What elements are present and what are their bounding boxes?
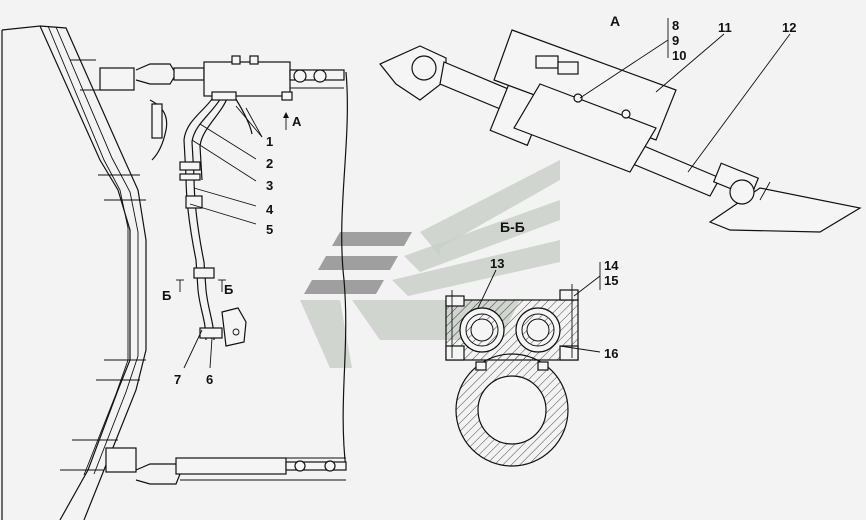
callout-10: 10 [672, 48, 686, 63]
callout-2: 2 [266, 156, 273, 171]
callout-11: 11 [718, 20, 732, 35]
leaders-left [176, 105, 289, 369]
callout-13: 13 [490, 256, 504, 271]
leaders-detail-a [579, 18, 791, 173]
callout-16: 16 [604, 346, 618, 361]
callout-5: 5 [266, 222, 273, 237]
callout-14: 14 [604, 258, 619, 273]
callout-3: 3 [266, 178, 273, 193]
section-title: Б-Б [500, 219, 525, 235]
view-a-arrow-label: А [292, 114, 302, 129]
callout-9: 9 [672, 33, 679, 48]
detail-a-assembly [379, 29, 862, 233]
callout-8: 8 [672, 18, 679, 33]
section-b-b [445, 284, 579, 467]
callout-15: 15 [604, 273, 618, 288]
callout-6: 6 [206, 372, 213, 387]
hose-assembly [179, 91, 253, 347]
leaders-section [477, 262, 601, 353]
blade-frame [1, 25, 181, 521]
callout-4: 4 [266, 202, 274, 217]
hydraulic-cylinder-left [173, 55, 345, 101]
view-a-label: А [610, 13, 620, 29]
callout-7: 7 [174, 372, 181, 387]
section-mark-left: Б [162, 288, 171, 303]
section-mark-right: Б [224, 282, 233, 297]
callout-12: 12 [782, 20, 796, 35]
callout-1: 1 [266, 134, 273, 149]
hydraulic-cylinder-bottom [175, 457, 347, 475]
